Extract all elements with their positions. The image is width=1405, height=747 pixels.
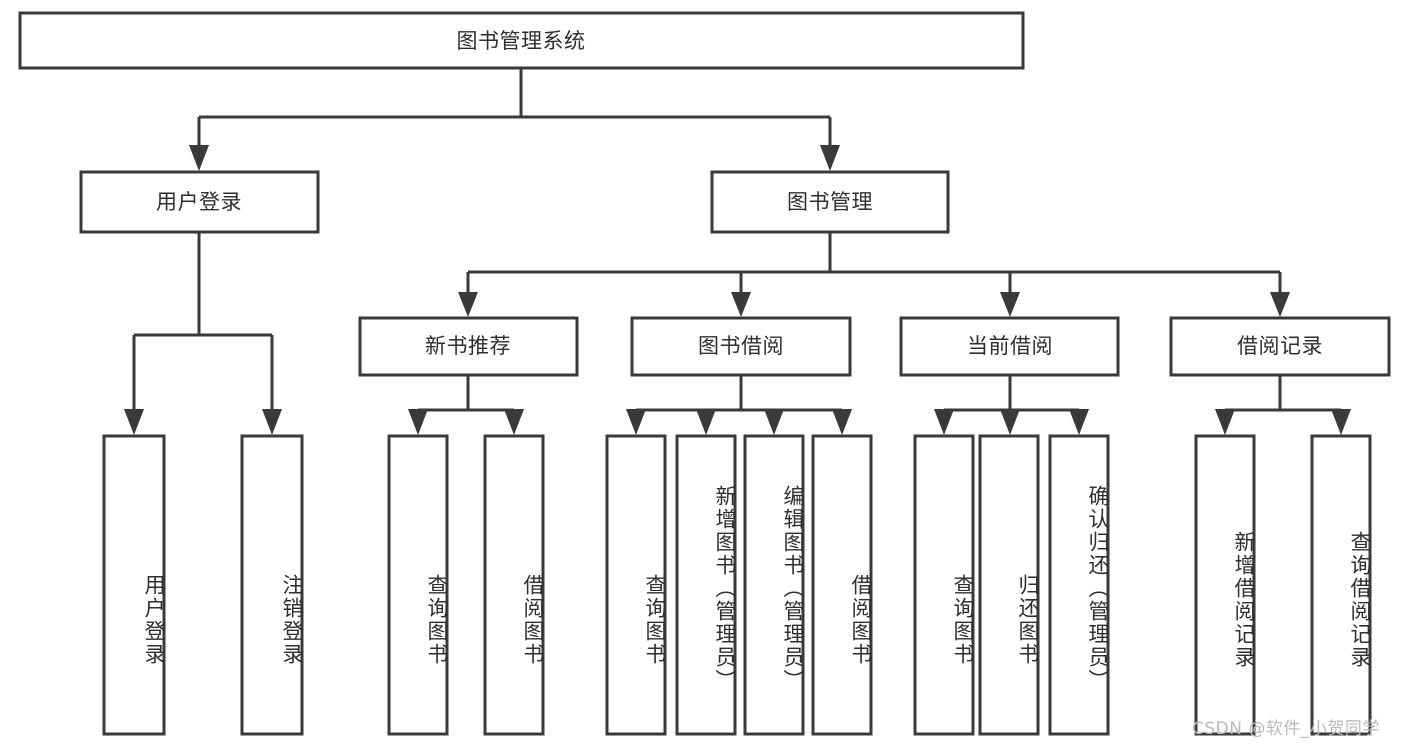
arrow-head-borrow-3	[832, 409, 852, 435]
node-book-borrow-label: 图书借阅	[698, 334, 784, 358]
node-book-management-box[interactable]	[710, 170, 950, 234]
arrow-head-bookmgmt-1	[731, 292, 751, 317]
leaf-box-user-login-0[interactable]	[102, 434, 166, 736]
arrow-head-borrow-2	[764, 409, 784, 435]
node-title-box[interactable]	[18, 11, 1025, 70]
leaf-box-book-borrow-2[interactable]	[743, 434, 805, 736]
node-user-login-label: 用户登录	[156, 190, 242, 214]
watermark-text: CSDN @软件_小贺同学	[1192, 719, 1380, 739]
leaf-box-borrow-record-1[interactable]	[1310, 434, 1372, 736]
arrow-head-record-1	[1331, 409, 1351, 435]
connectors-root	[124, 68, 1351, 435]
arrow-head-newbook-1	[504, 409, 524, 435]
node-borrow-record-label: 借阅记录	[1237, 334, 1323, 358]
leaf-box-current-borrow-1[interactable]	[978, 434, 1040, 736]
leaf-box-book-borrow-0[interactable]	[605, 434, 667, 736]
node-current-borrow-box[interactable]	[899, 316, 1120, 377]
node-current-borrow-label: 当前借阅	[967, 334, 1053, 358]
arrow-head-userlogin-1	[262, 409, 282, 435]
arrow-head-root-0	[189, 145, 209, 171]
arrow-head-bookmgmt-0	[458, 292, 478, 317]
arrow-head-newbook-0	[408, 409, 428, 435]
node-new-book-recommend-label: 新书推荐	[425, 334, 511, 358]
leaf-box-book-borrow-3[interactable]	[811, 434, 873, 736]
leaf-box-user-login-1[interactable]	[240, 434, 304, 736]
arrow-head-bookmgmt-3	[1270, 292, 1290, 317]
leaf-box-current-borrow-0[interactable]	[913, 434, 975, 736]
node-new-book-recommend-box[interactable]	[358, 316, 579, 377]
arrow-head-record-0	[1215, 409, 1235, 435]
leaf-box-new-book-0[interactable]	[387, 434, 449, 736]
leaf-box-borrow-record-0[interactable]	[1194, 434, 1256, 736]
arrow-head-root-1	[820, 145, 840, 171]
arrow-head-userlogin-0	[124, 409, 144, 435]
node-book-borrow-box[interactable]	[630, 316, 852, 377]
arrow-head-current-2	[1069, 409, 1089, 435]
node-user-login-box[interactable]	[79, 170, 320, 234]
arrow-head-current-0	[934, 409, 954, 435]
leaf-box-current-borrow-2[interactable]	[1048, 434, 1110, 736]
node-borrow-record-box[interactable]	[1169, 316, 1391, 377]
arrow-head-borrow-1	[696, 409, 716, 435]
leaf-box-book-borrow-1[interactable]	[675, 434, 737, 736]
arrow-head-bookmgmt-2	[1000, 292, 1020, 317]
node-title-label: 图书管理系统	[457, 29, 586, 53]
arrow-head-borrow-0	[626, 409, 646, 435]
arrow-head-current-1	[1000, 409, 1020, 435]
leaf-box-new-book-1[interactable]	[483, 434, 545, 736]
node-book-management-label: 图书管理	[787, 190, 873, 214]
node-boxes-root: 图书管理系统 用户登录 图书管理 新书推荐 图书借阅 当前借阅 借阅记录	[18, 11, 1391, 736]
